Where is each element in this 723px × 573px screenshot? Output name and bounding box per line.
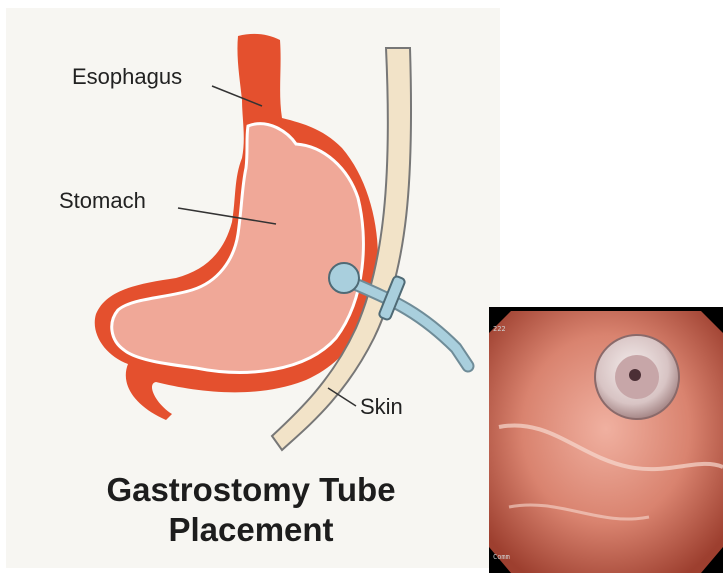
endoscopy-photo: 222 Comm: [489, 307, 723, 573]
gastrostomy-diagram: Esophagus Stomach Skin Gastrostomy Tube …: [6, 8, 500, 568]
diagram-title: Gastrostomy Tube Placement: [66, 470, 436, 550]
tube-lumen: [629, 369, 641, 381]
title-line-1: Gastrostomy Tube: [66, 470, 436, 510]
skin-label: Skin: [360, 394, 403, 420]
title-line-2: Placement: [66, 510, 436, 550]
internal-bumper: [329, 263, 359, 293]
stomach-body: [112, 124, 364, 373]
stomach-label: Stomach: [59, 188, 146, 214]
photo-corner-text-top: 222: [493, 325, 506, 333]
photo-corner-text-bottom: Comm: [493, 553, 510, 561]
esophagus-label: Esophagus: [72, 64, 182, 90]
endoscopic-view: [489, 307, 723, 573]
